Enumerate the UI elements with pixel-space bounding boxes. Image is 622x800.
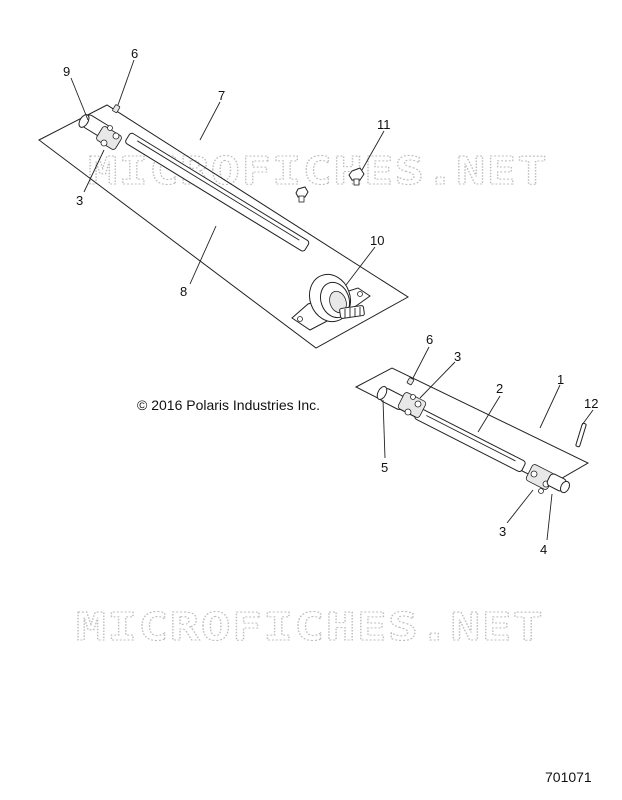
callout-6-upper: 6 <box>131 46 138 61</box>
callout-6-lower: 6 <box>426 332 433 347</box>
lower-yoke-right <box>525 464 570 494</box>
callout-2: 2 <box>496 381 503 396</box>
diagram-part-number: 701071 <box>545 769 592 785</box>
callout-8: 8 <box>180 284 187 299</box>
callout-10: 10 <box>370 233 384 248</box>
callout-9: 9 <box>63 64 70 79</box>
upper-carrier-bearing <box>291 273 371 331</box>
upper-bolt-left <box>295 186 309 203</box>
callout-1: 1 <box>557 372 564 387</box>
lower-yoke-left <box>376 386 427 418</box>
lower-set-screw <box>406 377 415 386</box>
callout-4: 4 <box>540 542 547 557</box>
upper-shaft-assembly <box>38 104 409 349</box>
upper-bolt-right <box>348 167 365 186</box>
lower-shaft-assembly <box>354 367 590 494</box>
callout-3-upper: 3 <box>76 193 83 208</box>
callout-3-lower-left: 3 <box>454 349 461 364</box>
callout-5: 5 <box>381 460 388 475</box>
callouts: 9 6 7 11 3 10 8 6 3 2 1 12 5 3 4 <box>63 46 598 557</box>
callout-12: 12 <box>584 396 598 411</box>
callout-11: 11 <box>377 117 391 132</box>
lower-shaft-tube <box>414 407 526 473</box>
callout-7: 7 <box>218 88 225 103</box>
watermark-bottom: MICROFICHES.NET <box>76 605 544 649</box>
leader-lines <box>70 59 594 541</box>
copyright-text: © 2016 Polaris Industries Inc. <box>137 397 320 413</box>
upper-yoke-left <box>78 114 122 150</box>
upper-set-screw <box>112 104 121 113</box>
upper-shaft-tube <box>125 132 310 252</box>
lower-pin <box>575 422 587 448</box>
callout-3-lower-right: 3 <box>499 524 506 539</box>
lower-assembly-box <box>354 367 590 486</box>
